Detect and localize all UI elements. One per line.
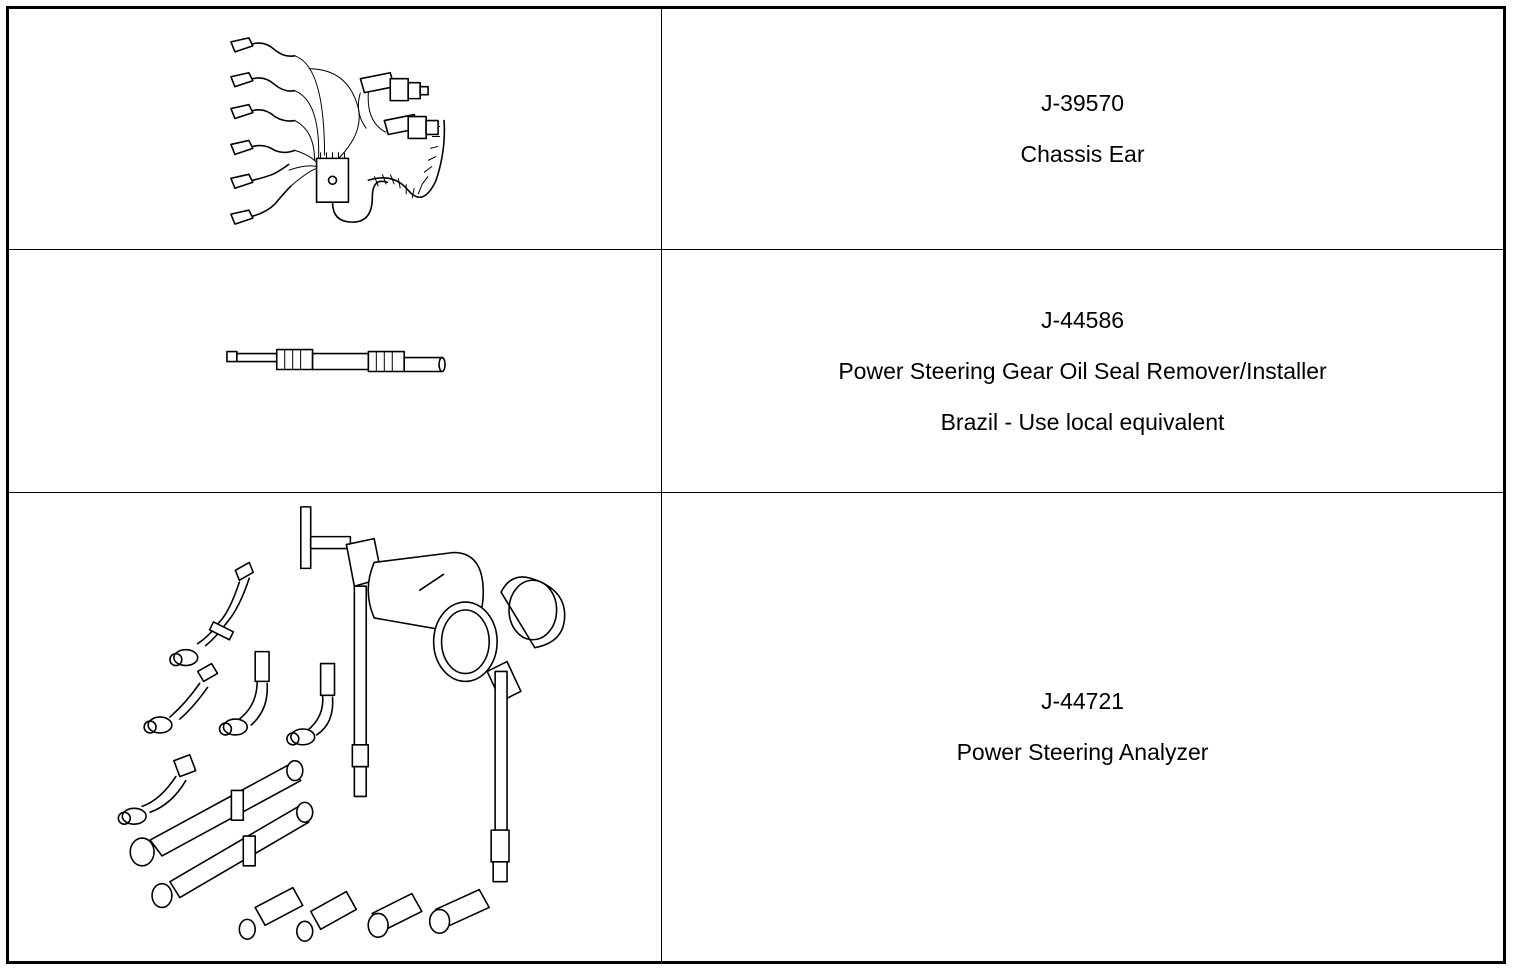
tool-image-cell-1 [9, 9, 662, 250]
tool-number: J-44721 [1040, 688, 1125, 714]
oil-seal-tool-illustration [226, 348, 446, 373]
tool-description-cell-2: J-44586 Power Steering Gear Oil Seal Rem… [662, 250, 1503, 493]
tool-image-cell-2 [9, 250, 662, 493]
tool-image-cell-3 [9, 493, 662, 961]
tool-name: Power Steering Analyzer [956, 739, 1209, 765]
chassis-ear-illustration [230, 37, 446, 225]
tool-name: Power Steering Gear Oil Seal Remover/Ins… [838, 357, 1327, 384]
special-tools-table: J-39570 Chassis Ear J-44586 Power Steeri… [6, 6, 1506, 964]
tool-description-cell-3: J-44721 Power Steering Analyzer [662, 493, 1503, 961]
tool-number: J-44586 [1040, 306, 1125, 333]
tool-number: J-39570 [1040, 90, 1125, 116]
tool-name: Chassis Ear [1020, 141, 1145, 167]
tool-note: Brazil - Use local equivalent [940, 408, 1225, 435]
tool-description-cell-1: J-39570 Chassis Ear [662, 9, 1503, 250]
power-steering-analyzer-illustration [117, 506, 566, 942]
